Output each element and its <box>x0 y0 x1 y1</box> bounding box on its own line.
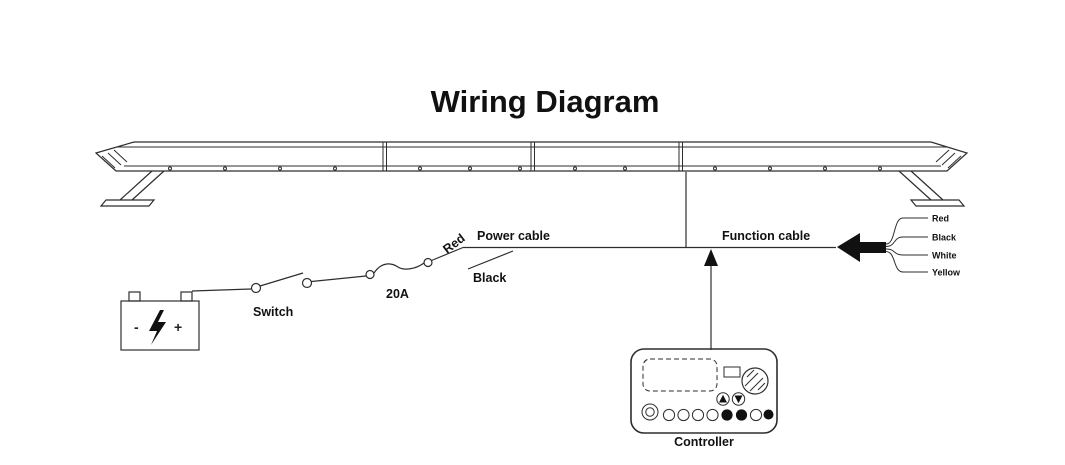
function-wire-label-red: Red <box>932 214 949 224</box>
up-button <box>716 392 730 406</box>
battery-to-switch-wire <box>191 288 252 292</box>
function-wire-label-yellow: Yellow <box>932 268 961 278</box>
down-button <box>731 392 746 406</box>
controller-buttons <box>641 392 774 422</box>
divider-3 <box>678 142 683 171</box>
function-button-8 <box>763 409 774 420</box>
function-connector: Red Black White Yellow <box>837 214 961 278</box>
left-arrow-icon <box>837 233 886 262</box>
battery-terminal-left <box>128 291 141 302</box>
battery-terminal-right <box>180 291 193 302</box>
controller: Controller <box>630 348 778 449</box>
controller-label: Controller <box>674 435 734 449</box>
right-end-hatch <box>935 149 962 169</box>
power-cable-label: Power cable <box>477 229 550 243</box>
divider-1 <box>382 142 387 171</box>
power-button-inner <box>645 407 655 417</box>
left-mount-bracket <box>99 170 165 207</box>
function-button-1 <box>662 408 676 422</box>
speaker-icon <box>741 367 769 395</box>
fuse-to-cable-wire <box>431 246 464 262</box>
battery-plus-label: + <box>174 319 182 335</box>
cable-lines: Red Power cable Black Function cable <box>440 172 836 285</box>
down-arrow-icon <box>734 395 743 404</box>
wire-fanout <box>885 217 928 273</box>
switch-symbol <box>250 272 313 294</box>
power-button <box>641 403 659 421</box>
black-wire-label: Black <box>473 271 506 285</box>
up-arrowhead-icon <box>704 249 718 266</box>
fuse-rating-label: 20A <box>386 287 409 301</box>
power-circuit: Switch 20A <box>191 246 464 319</box>
black-wire-stub <box>467 250 514 270</box>
function-wire-label-white: White <box>932 251 957 261</box>
up-arrow-icon <box>719 394 727 403</box>
screw-dots <box>168 166 882 171</box>
function-button-2 <box>677 408 690 422</box>
switch-to-fuse-wire <box>311 275 367 283</box>
function-button-3 <box>691 408 705 422</box>
left-end-hatch <box>101 149 128 169</box>
function-button-4 <box>706 408 719 422</box>
divider-2 <box>530 142 535 171</box>
switch-label: Switch <box>253 305 293 319</box>
controller-display <box>642 358 718 392</box>
light-bar <box>94 141 969 207</box>
function-cable-label: Function cable <box>722 229 810 243</box>
controller-connection <box>704 249 718 350</box>
right-mount-bracket <box>898 170 966 207</box>
function-button-7 <box>749 408 763 422</box>
battery-body <box>120 300 200 351</box>
function-wire-label-black: Black <box>932 233 957 243</box>
light-bar-outline <box>94 141 969 172</box>
lightning-icon <box>149 310 166 345</box>
function-button-5 <box>721 409 733 421</box>
red-wire-label: Red <box>440 231 467 256</box>
battery: - + <box>120 291 200 351</box>
controller-body <box>630 348 778 434</box>
page-title: Wiring Diagram <box>431 84 660 119</box>
controller-indicator <box>723 366 741 378</box>
fuse-symbol <box>365 257 433 280</box>
battery-minus-label: - <box>134 319 139 335</box>
function-button-6 <box>735 409 748 421</box>
